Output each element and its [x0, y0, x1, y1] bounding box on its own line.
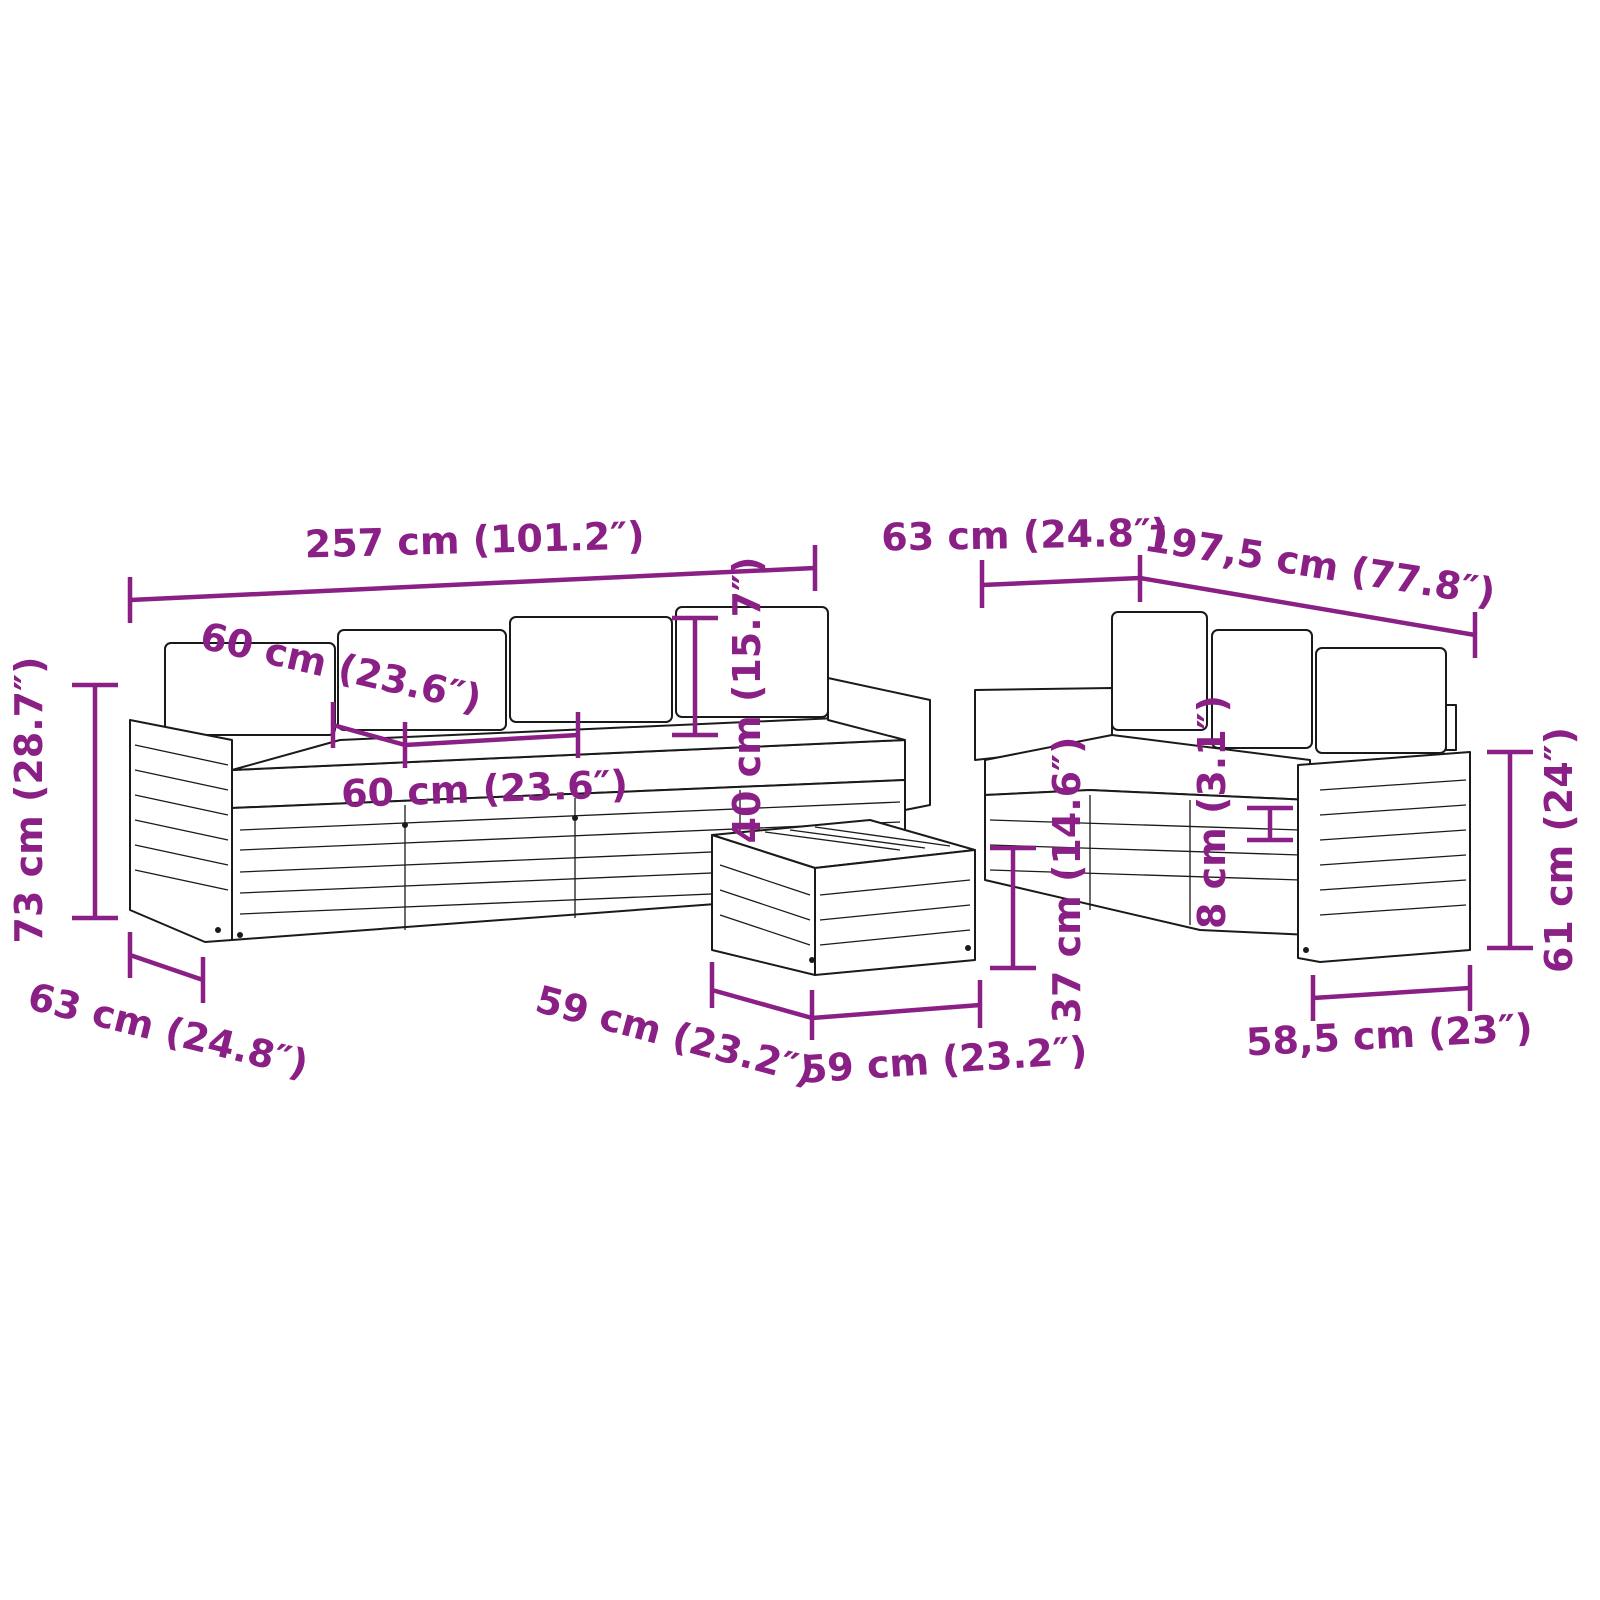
table-line-art: [711, 819, 976, 976]
dim-line-sofa-height: [72, 682, 118, 921]
label-cushion-thickness: 8 cm (3.1″): [1190, 695, 1234, 929]
label-corner-depth: 63 cm (24.8″): [881, 511, 1169, 560]
label-sofa-depth: 63 cm (24.8″): [24, 974, 313, 1086]
label-armrest-width: 58,5 cm (23″): [1245, 1006, 1534, 1065]
label-corner-length: 197,5 cm (77.8″): [1142, 516, 1499, 615]
dim-line-backrest-height: [672, 615, 718, 738]
dim-line-table-depth: [709, 962, 813, 1021]
label-table-depth: 59 cm (23.2″): [531, 977, 820, 1094]
dim-line-table-width: [809, 980, 983, 1040]
dim-line-table-height: [990, 845, 1036, 971]
dim-line-armrest-width: [1310, 965, 1473, 1021]
label-table-height: 37 cm (14.6″): [1045, 737, 1089, 1024]
label-sofa-total-width: 257 cm (101.2″): [304, 514, 645, 567]
dim-line-corner-length: [1139, 575, 1478, 658]
label-backrest-height: 40 cm (15.7″): [725, 557, 769, 844]
dim-line-corner-seat-height: [1487, 749, 1533, 951]
dim-line-sofa-total-width: [127, 545, 818, 623]
corner-sofa-line-art: [974, 611, 1471, 963]
label-corner-seat-height: 61 cm (24″): [1537, 727, 1581, 973]
label-sofa-height: 73 cm (28.7″): [7, 657, 51, 944]
dim-line-cushion-thickness: [1247, 805, 1293, 843]
label-module-width-front: 60 cm (23.6″): [340, 762, 628, 816]
dim-line-sofa-depth: [127, 932, 206, 1003]
dim-line-corner-depth: [979, 555, 1143, 608]
dimension-lines: [72, 545, 1533, 1040]
dim-line-module-width-front: [404, 712, 581, 758]
label-table-width: 59 cm (23.2″): [799, 1028, 1088, 1092]
